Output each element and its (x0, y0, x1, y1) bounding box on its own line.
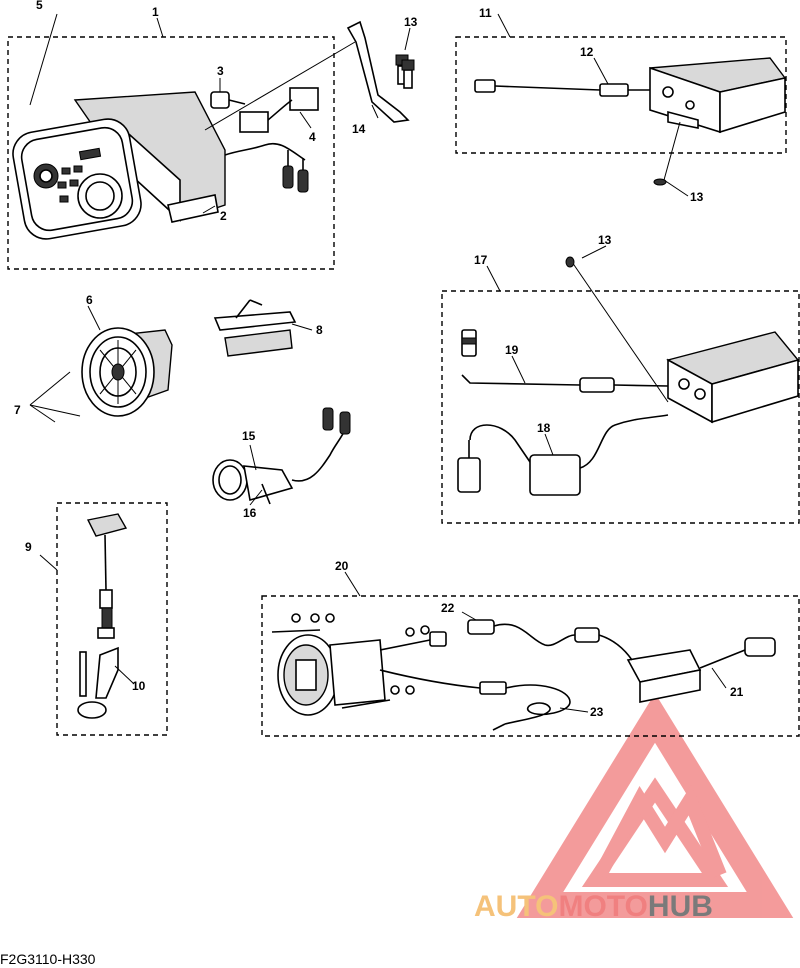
amplifier-kit (457, 329, 800, 496)
callout-19: 19 (505, 343, 519, 357)
antenna-assembly (77, 513, 128, 719)
light-strip (213, 299, 297, 357)
callout-1: 1 (152, 5, 159, 19)
callout-4: 4 (309, 130, 316, 144)
automotohub-logo (516, 693, 794, 918)
speaker-assembly (81, 327, 173, 417)
callout-12: 12 (580, 45, 594, 59)
watermark-auto: AUTO (474, 890, 558, 923)
callout-14: 14 (352, 122, 366, 136)
callout-17: 17 (474, 253, 488, 267)
display-gauge-kit (271, 613, 776, 731)
callout-5: 5 (36, 0, 43, 12)
callout-21: 21 (730, 685, 744, 699)
callout-7: 7 (14, 403, 21, 417)
gauge-assembly (212, 407, 351, 505)
callout-10: 10 (132, 679, 146, 693)
watermark-hub: HUB (648, 890, 713, 923)
mounting-bracket (346, 20, 415, 123)
amplifier-module (474, 57, 787, 134)
watermark-text: AUTOMOTOHUB (474, 890, 713, 923)
callout-6: 6 (86, 293, 93, 307)
callout-9: 9 (25, 540, 32, 554)
callout-8: 8 (316, 323, 323, 337)
callout-18: 18 (537, 421, 551, 435)
callout-13-amp-kit: 13 (598, 233, 612, 247)
group-box-9 (56, 502, 168, 736)
callout-2: 2 (220, 209, 227, 223)
callout-13-bracket: 13 (404, 15, 418, 29)
stereo-head-unit (12, 87, 319, 240)
callout-15: 15 (242, 429, 256, 443)
callout-11: 11 (479, 6, 492, 20)
callout-13-amplifier: 13 (690, 190, 704, 204)
group-box-17 (441, 290, 800, 524)
callout-3: 3 (217, 64, 224, 78)
group-box-20 (261, 595, 800, 737)
callout-20: 20 (335, 559, 349, 573)
watermark-moto: MOTO (558, 890, 647, 923)
group-box-1 (7, 36, 335, 270)
callout-23: 23 (590, 705, 604, 719)
callout-16: 16 (243, 506, 257, 520)
callout-22: 22 (441, 601, 455, 615)
group-box-11 (455, 36, 787, 154)
diagram-reference-code: F2G3110-H330 (0, 951, 96, 967)
